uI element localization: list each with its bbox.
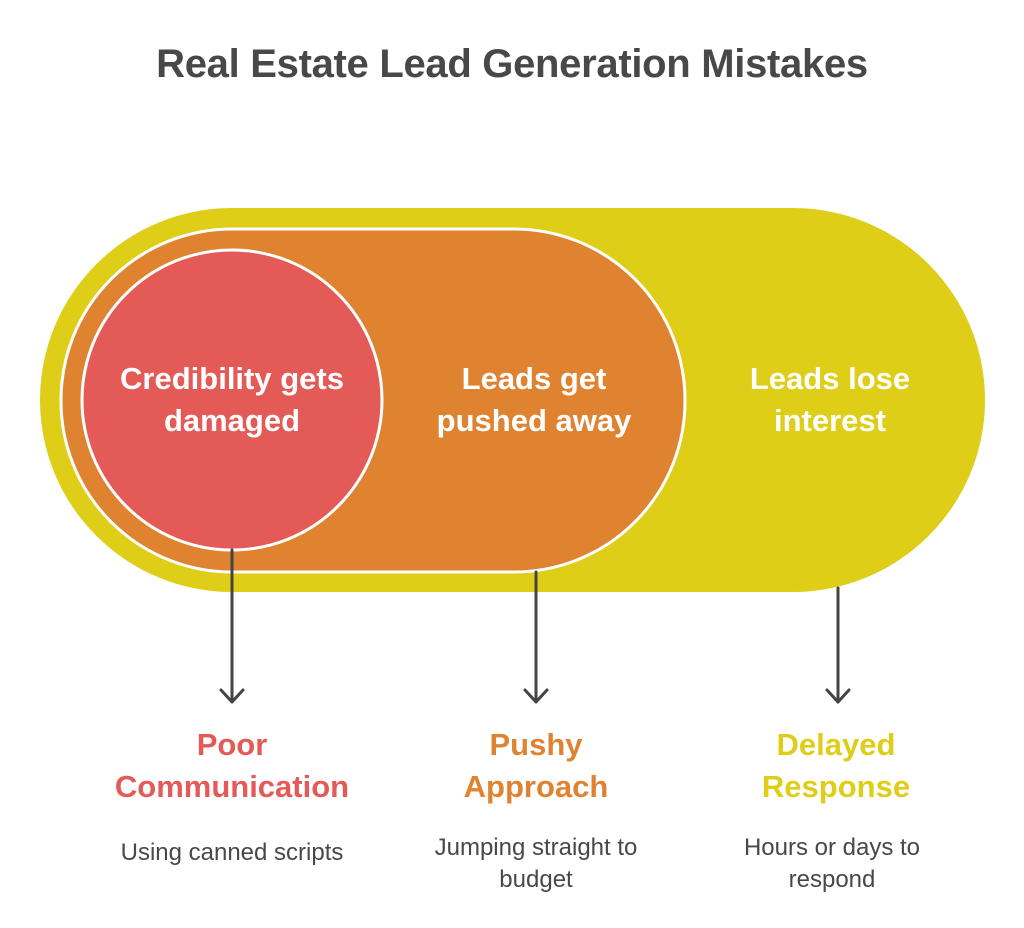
category-description-poor-communication: Using canned scripts [62,837,402,869]
category-title-line: Delayed [776,727,896,762]
layer-label-pushed-away: Leads get pushed away [394,358,674,442]
description-line: Jumping straight to [434,834,638,861]
layer-label-line: damaged [163,403,301,438]
diagram-title: Real Estate Lead Generation Mistakes [156,42,868,86]
category-title-line: Pushy [489,727,583,762]
category-title-delayed-response: Delayed Response [686,724,986,808]
layer-label-line: Leads get [461,361,607,396]
category-title-poor-communication: Poor Communication [82,724,382,808]
category-title-line: Response [761,769,911,804]
layer-label-line: Credibility gets [120,361,344,396]
description-line: Hours or days to [743,834,921,861]
category-title-line: Approach [463,769,609,804]
layer-label-lose-interest: Leads lose interest [690,358,970,442]
description-line: respond [788,866,876,893]
category-description-pushy-approach: Jumping straight to budget [366,832,706,896]
layer-label-line: interest [774,403,886,438]
layer-label-line: pushed away [436,403,632,438]
arrow-poor-communication [219,548,245,704]
arrow-delayed-response [825,586,851,704]
category-title-pushy-approach: Pushy Approach [386,724,686,808]
category-title-line: Poor [196,727,268,762]
category-title-line: Communication [114,769,350,804]
description-line: Using canned scripts [120,839,344,866]
arrow-pushy-approach [523,570,549,704]
layer-label-credibility: Credibility gets damaged [82,358,382,442]
layer-label-line: Leads lose [749,361,911,396]
description-line: budget [499,866,573,893]
category-description-delayed-response: Hours or days to respond [662,832,1002,896]
